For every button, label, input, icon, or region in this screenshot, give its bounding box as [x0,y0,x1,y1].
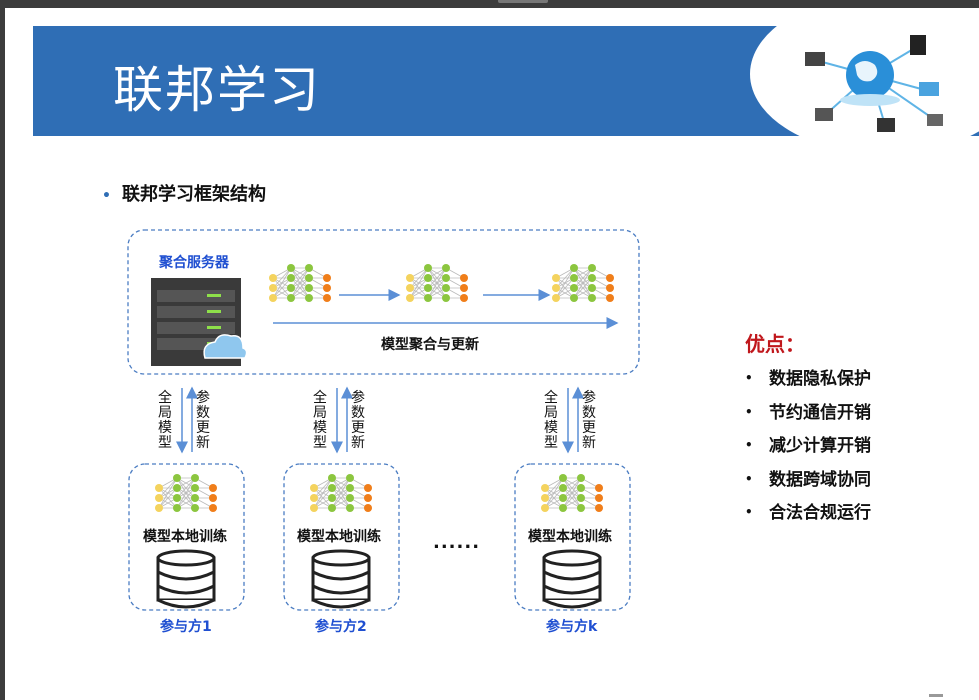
participant-label: 参与方2 [315,619,367,635]
slide: 联邦学习 • 联邦学习框架结构 [5,8,979,700]
participant-box [283,463,400,611]
local-training-label: 模型本地训练 [528,529,612,545]
global-model-label: 全局模型 [158,390,172,451]
database-icon [311,549,371,609]
neural-network-icon [540,473,604,513]
drag-handle[interactable] [498,0,548,3]
section-heading-text: 联邦学习框架结构 [122,184,266,205]
aggregate-label: 模型聚合与更新 [381,337,479,353]
server-group-box [127,229,640,375]
advantage-item: •节约通信开销 [745,402,871,423]
server-label: 聚合服务器 [159,255,229,271]
advantage-item: •减少计算开销 [745,436,871,456]
neural-network-icon [405,263,469,303]
network-globe-icon [805,35,943,132]
local-training-label: 模型本地训练 [297,529,381,545]
window-top-bar [0,0,979,8]
database-icon [156,549,216,609]
param-update-label: 参数更新 [196,390,210,451]
participant-label: 参与方k [546,619,598,635]
advantage-item: •数据隐私保护 [745,369,871,389]
advantages-list: •数据隐私保护 •节约通信开销 •减少计算开销 •数据跨域协同 •合法合规运行 [745,364,871,532]
advantage-item: •数据跨域协同 [745,469,871,490]
ellipsis: ...... [433,532,481,553]
federated-diagram [127,229,640,611]
section-heading: • 联邦学习框架结构 [102,180,266,206]
local-training-label: 模型本地训练 [143,529,227,545]
slide-title: 联邦学习 [113,61,321,119]
param-update-label: 参数更新 [351,390,365,451]
advantages-title: 优点： [745,332,805,356]
resize-grip[interactable] [929,694,943,697]
cloud-icon [203,334,248,359]
participant-label: 参与方1 [160,619,212,635]
neural-network-icon [268,263,332,303]
neural-network-icon [154,473,218,513]
global-model-label: 全局模型 [313,390,327,451]
bullet-dot: • [102,188,111,204]
neural-network-icon [309,473,373,513]
participant-box [514,463,631,611]
neural-network-icon [551,263,615,303]
database-icon [542,549,602,609]
advantage-item: •合法合规运行 [745,503,871,523]
param-update-label: 参数更新 [582,390,596,451]
participant-box [128,463,245,611]
global-model-label: 全局模型 [544,390,558,451]
